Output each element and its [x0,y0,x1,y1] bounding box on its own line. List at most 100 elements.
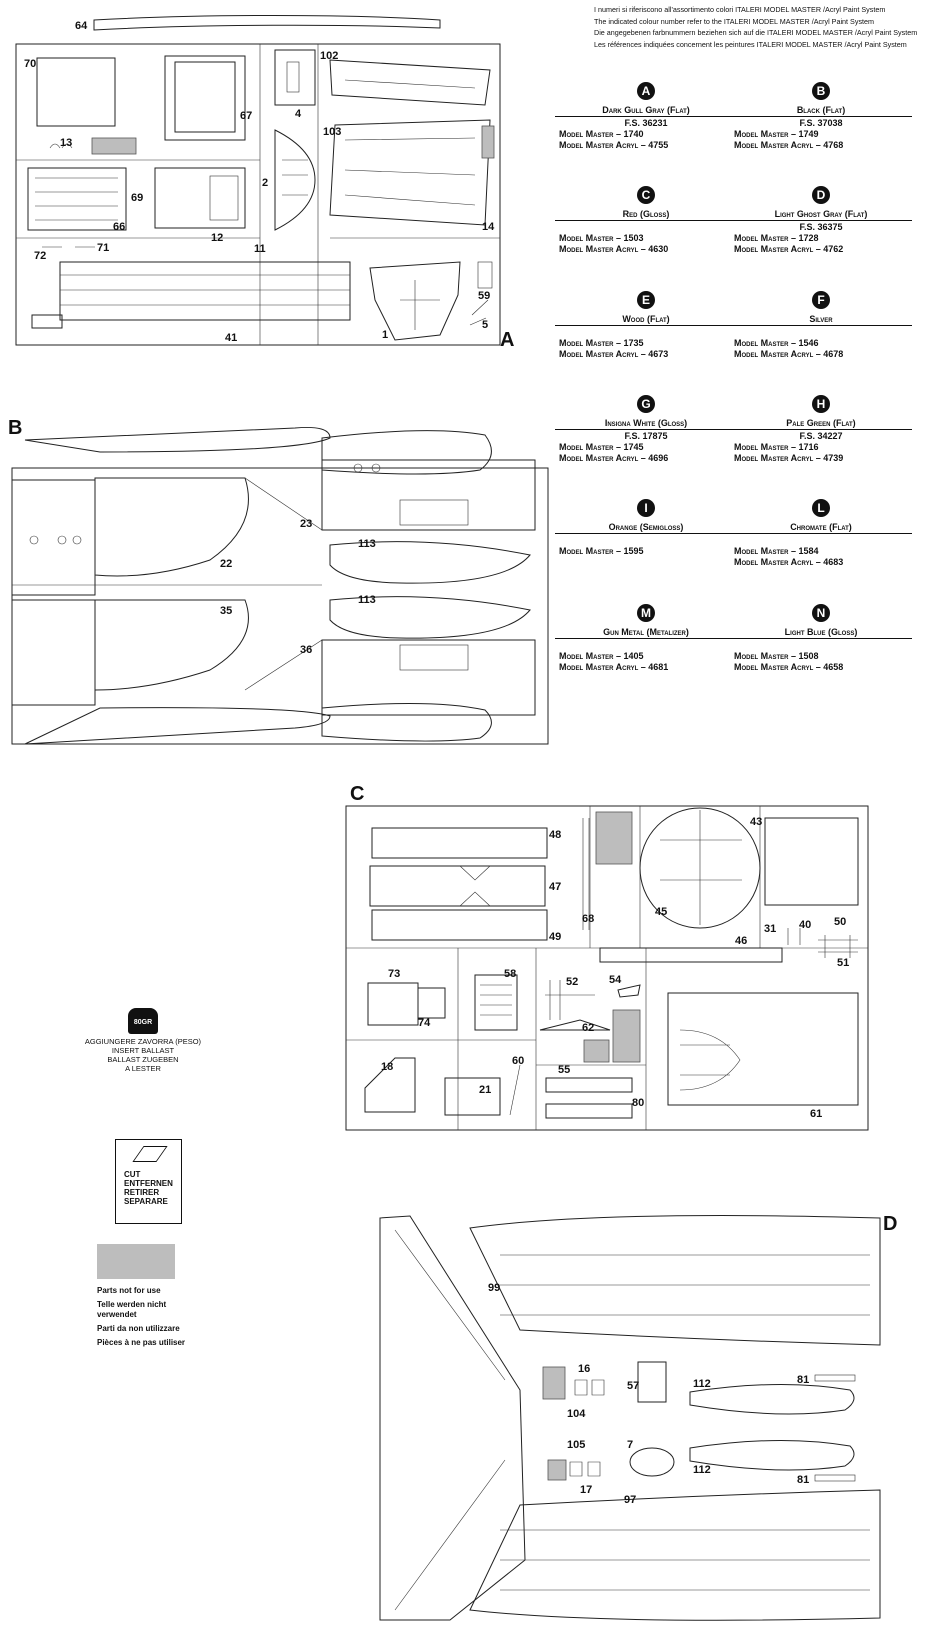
part-label: 23 [300,518,312,530]
federal-standard-code: F.S. 36231 [624,118,668,128]
model-master-code: Model Master – 1405 [559,651,644,661]
part-label: 12 [211,232,223,244]
part-label: 103 [323,126,341,138]
part-label: 67 [240,110,252,122]
part-label: 57 [627,1380,639,1392]
part-label: 50 [834,916,846,928]
model-master-acryl-code: Model Master Acryl – 4696 [559,453,669,463]
model-master-code: Model Master – 1503 [559,233,644,243]
color-letter-badge: C [637,186,655,204]
part-label: 18 [381,1061,393,1073]
unused-parts-legend: Parts not for use Telle werden nicht ver… [97,1244,207,1352]
part-label: 61 [810,1108,822,1120]
model-master-code: Model Master – 1595 [559,546,644,556]
color-name: Silver [730,314,912,326]
ballast-line-en: INSERT BALLAST [111,1046,175,1055]
color-letter-badge: F [812,291,830,309]
model-master-code: Model Master – 1728 [734,233,819,243]
ballast-line-it: AGGIUNGERE ZAVORRA (PESO) [84,1037,202,1046]
color-name: Light Blue (Gloss) [730,627,912,639]
color-letter-badge: N [812,604,830,622]
color-letter-badge: H [812,395,830,413]
model-master-code: Model Master – 1749 [734,129,819,139]
color-letter-badge: M [637,604,655,622]
part-label: 46 [735,935,747,947]
model-master-acryl-code: Model Master Acryl – 4630 [559,244,669,254]
part-label: 55 [558,1064,570,1076]
part-label: 112 [693,1378,711,1390]
part-label: 41 [225,332,237,344]
paint-system-intro: I numeri si riferiscono all'assortimento… [594,4,944,50]
cut-symbol-box: CUT ENTFERNEN RETIRER SEPARARE [115,1139,182,1224]
color-swatch-m: M Gun Metal (Metalizer) Model Master – 14… [555,604,737,672]
part-label: 13 [60,137,72,149]
color-letter-badge: B [812,82,830,100]
part-label: 113 [358,538,376,550]
part-label: 99 [488,1282,500,1294]
part-label: 52 [566,976,578,988]
cut-line-it: SEPARARE [124,1197,168,1206]
part-label: 70 [24,58,36,70]
part-label: 22 [220,558,232,570]
model-master-acryl-code: Model Master Acryl – 4762 [734,244,844,254]
color-name: Pale Green (Flat) [730,418,912,430]
part-label: 36 [300,644,312,656]
part-label: 102 [320,50,338,62]
unused-parts-swatch [97,1244,175,1279]
part-label: 71 [97,242,109,254]
sprue-a: 64 70 67 4 102 103 13 2 69 66 12 11 14 7… [15,15,514,351]
part-label: 1 [382,329,388,341]
sprue-letter-c: C [350,783,364,805]
part-label: 45 [655,906,667,918]
cut-line-fr: RETIRER [124,1188,160,1197]
cut-line-de: ENTFERNEN [124,1179,173,1188]
sprue-d: 99 16 57 112 81 104 105 7 112 81 17 97 D [379,1213,897,1621]
part-label: 60 [512,1055,524,1067]
part-label: 64 [75,20,88,32]
color-letter-badge: E [637,291,655,309]
part-label: 47 [549,881,561,893]
part-label: 43 [750,816,762,828]
part-label: 48 [549,829,561,841]
ballast-weight-icon: 80GR [128,1008,158,1034]
part-label: 51 [837,957,849,969]
color-name: Insigna White (Gloss) [555,418,737,430]
model-master-acryl-code: Model Master Acryl – 4681 [559,662,669,672]
sprue-letter-d: D [883,1213,897,1235]
part-label: 68 [582,913,594,925]
model-master-acryl-code: Model Master Acryl – 4683 [734,557,844,567]
part-label: 16 [578,1363,590,1375]
intro-line-en: The indicated colour number refer to the… [594,16,875,26]
part-label: 11 [254,243,266,255]
part-label: 31 [764,923,776,935]
sprue-b: 23 22 113 113 35 36 B [8,417,549,745]
model-master-code: Model Master – 1584 [734,546,819,556]
color-letter-badge: I [637,499,655,517]
model-master-acryl-code: Model Master Acryl – 4739 [734,453,844,463]
model-master-acryl-code: Model Master Acryl – 4658 [734,662,844,672]
sprue-c: 48 43 47 45 68 49 46 31 40 50 51 73 58 5… [345,783,869,1131]
part-label: 7 [627,1439,633,1451]
part-label: 113 [358,594,376,606]
model-master-code: Model Master – 1745 [559,442,644,452]
part-label: 72 [34,250,46,262]
ballast-line-fr: A LESTER [125,1064,161,1073]
part-label: 2 [262,177,268,189]
part-label: 105 [567,1439,585,1451]
part-label: 81 [797,1374,809,1386]
part-label: 81 [797,1474,809,1486]
color-name: Orange (Semigloss) [555,522,737,534]
legend-line-it: Parti da non utilizzare [97,1324,180,1333]
part-label: 58 [504,968,516,980]
model-master-acryl-code: Model Master Acryl – 4755 [559,140,669,150]
cut-line-en: CUT [124,1170,141,1179]
color-name: Gun Metal (Metalizer) [555,627,737,639]
part-label: 62 [582,1022,594,1034]
